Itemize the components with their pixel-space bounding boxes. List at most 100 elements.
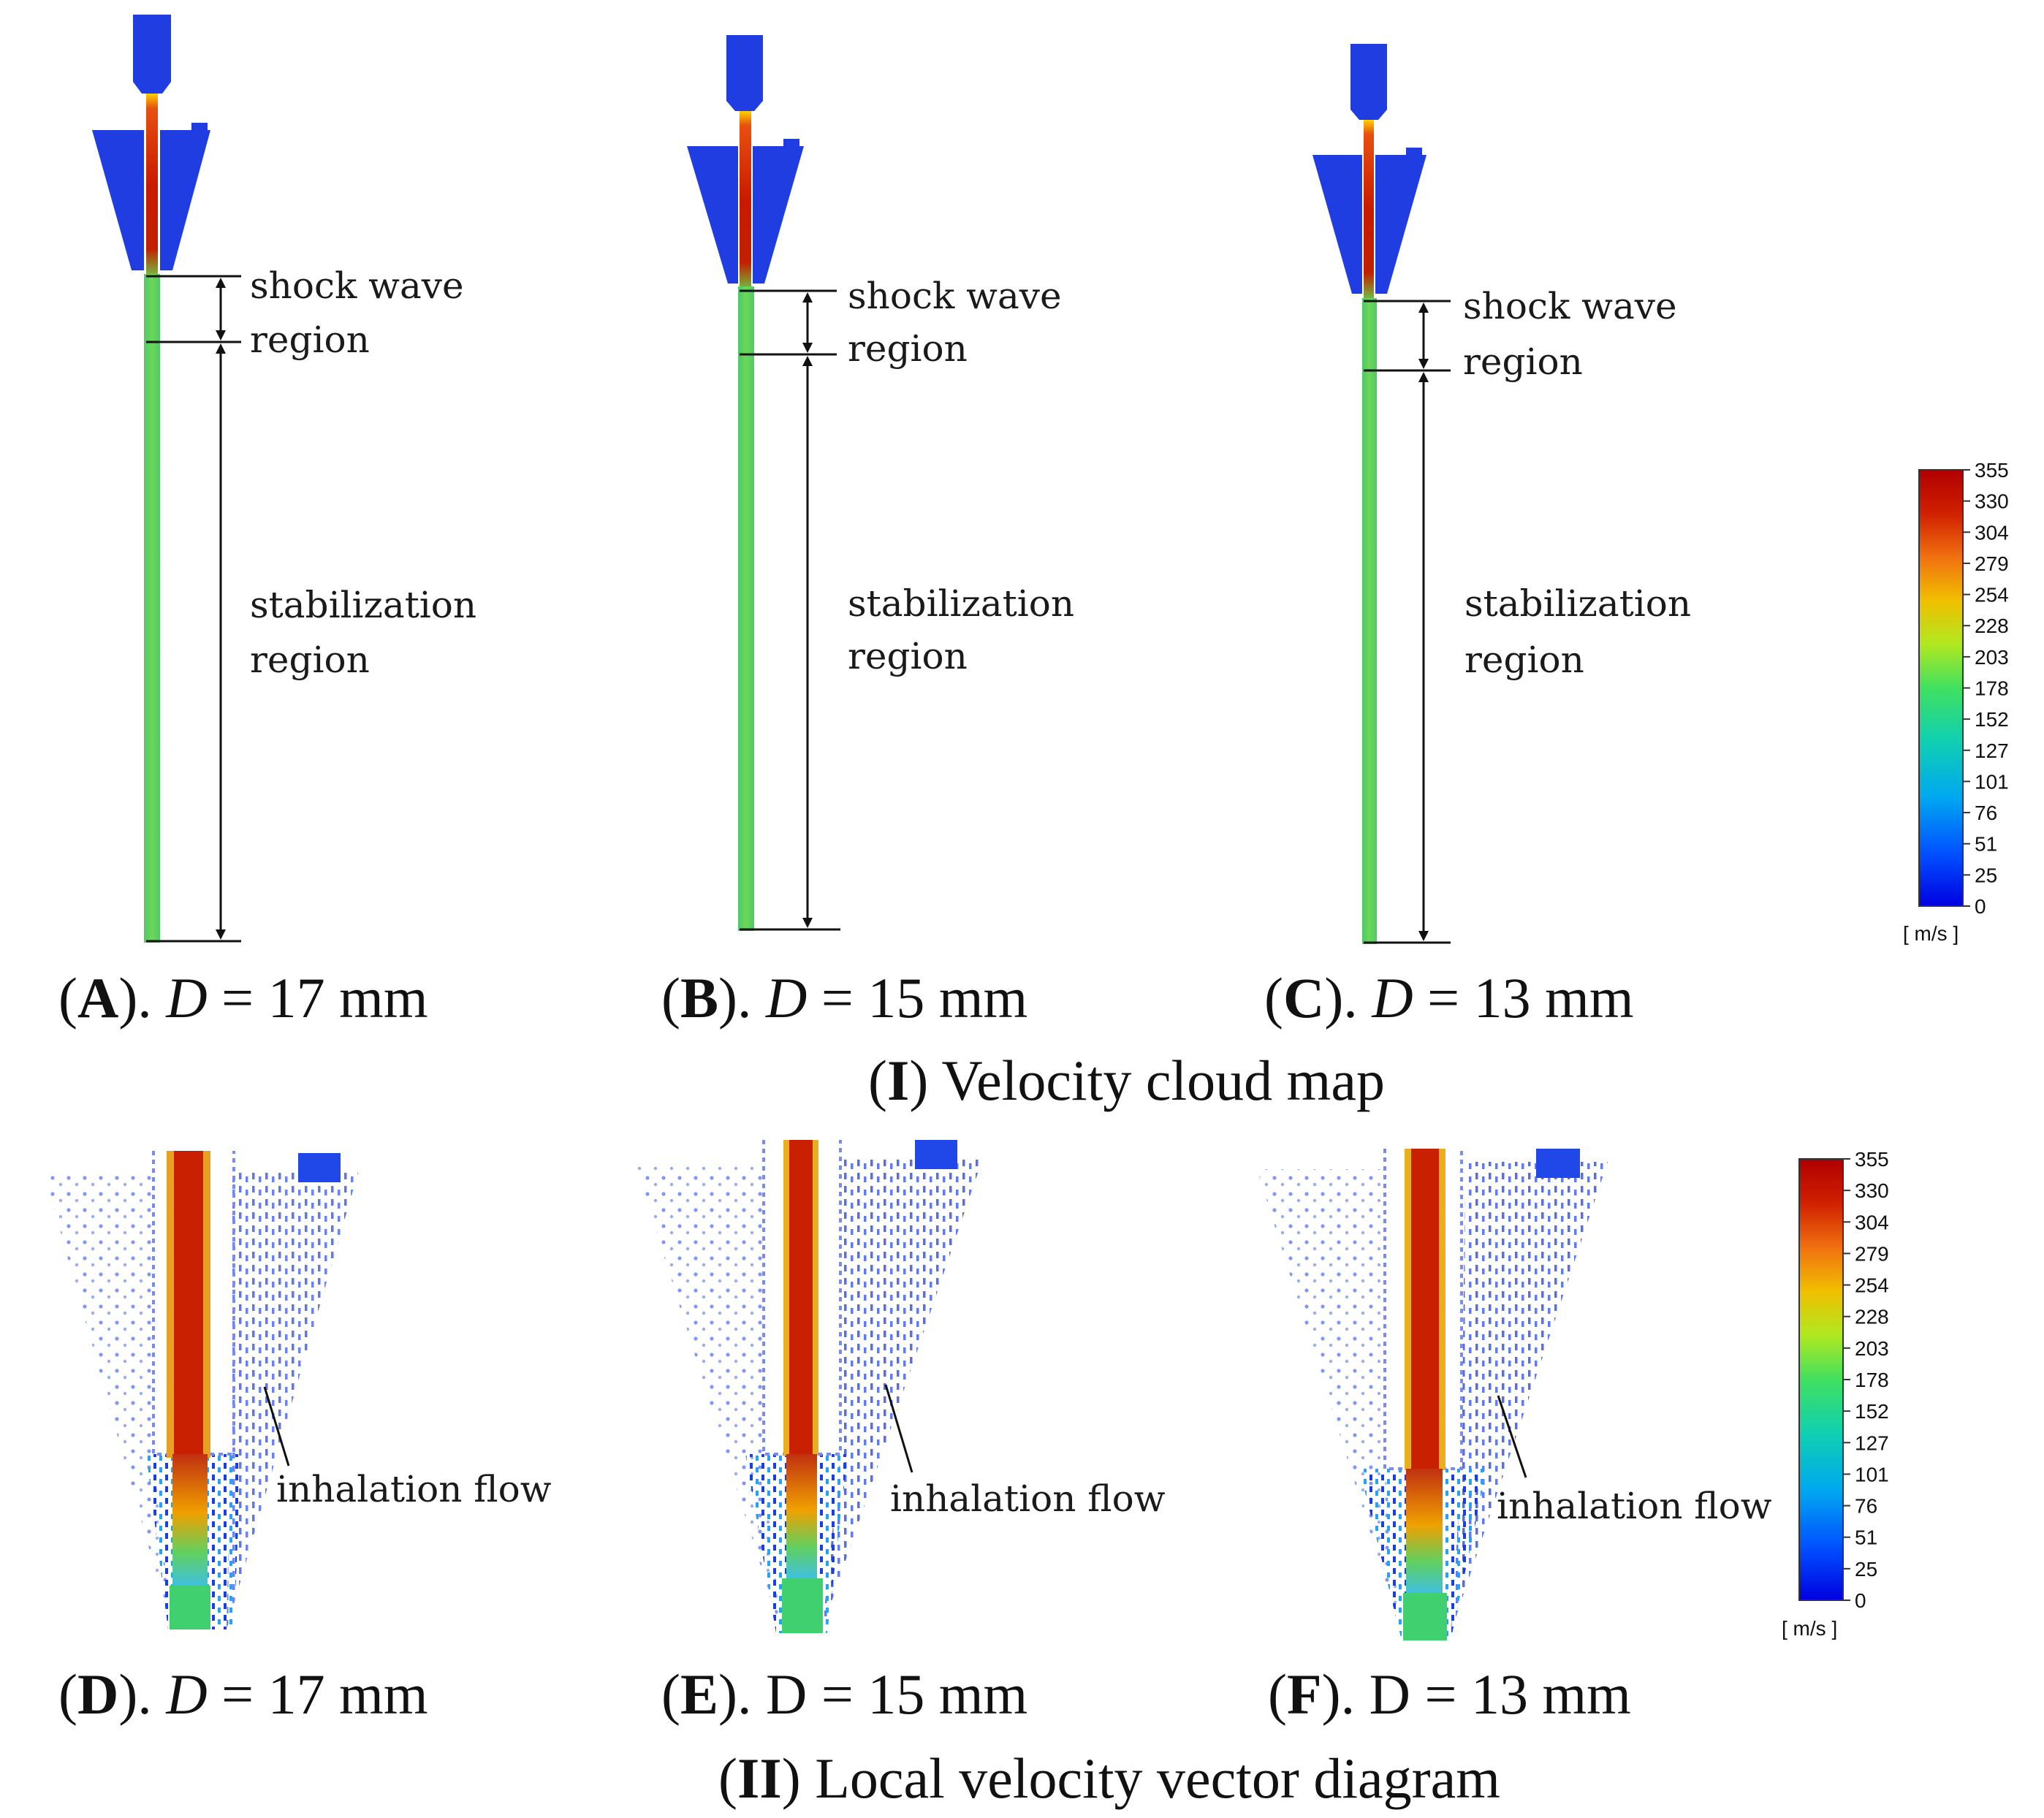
colorbar-unit: [ m/s ] xyxy=(1782,1617,1837,1640)
colorbar-tick-label: 254 xyxy=(1855,1274,1889,1297)
stabilization-region-label: region xyxy=(848,635,968,677)
colorbar-tick-label: 203 xyxy=(1855,1337,1889,1360)
inlet-vectors xyxy=(298,1153,341,1182)
panel-caption-D: (D). D = 17 mm xyxy=(58,1662,428,1726)
shock-region-label: region xyxy=(1463,341,1583,383)
inlet-vectors xyxy=(1536,1149,1580,1178)
outlet xyxy=(782,1578,823,1633)
nozzle-head xyxy=(133,15,171,94)
cone-left-wall xyxy=(687,146,738,284)
section-title-velocity-cloud-map: (I) Velocity cloud map xyxy=(868,1049,1385,1112)
colorbar-tick-label: 203 xyxy=(1975,646,2009,669)
jet-core xyxy=(146,94,158,276)
panel-D-vector-diagram: inhalation flow (D). D = 17 mm xyxy=(44,1151,552,1726)
jet-edge-right xyxy=(1439,1149,1445,1470)
panel-caption-F: (F). D = 13 mm xyxy=(1268,1662,1631,1726)
colorbar-tick-label: 101 xyxy=(1855,1463,1889,1486)
colorbar-gradient xyxy=(1918,469,1964,907)
cone-vector-field-left xyxy=(1257,1169,1402,1633)
panel-caption-E: (E). D = 15 mm xyxy=(661,1662,1027,1726)
cone-left-wall xyxy=(1312,155,1362,294)
colorbar-tick-label: 25 xyxy=(1855,1558,1877,1581)
colorbar-tick-label: 127 xyxy=(1855,1431,1889,1454)
jet-edge-right xyxy=(203,1151,210,1458)
colorbar-tick-label: 279 xyxy=(1855,1242,1889,1265)
panel-A-cloud-map: shock wave region stabilization region (… xyxy=(58,15,476,1030)
stabilization-region-label: region xyxy=(250,639,370,681)
panel-E-vector-diagram: inhalation flow (E). D = 15 mm xyxy=(636,1140,1166,1726)
inhalation-flow-label: inhalation flow xyxy=(276,1468,552,1510)
jet-edge-left xyxy=(167,1151,174,1458)
stabilization-label: stabilization xyxy=(250,584,476,626)
colorbar-bottom: 3553303042792542282031781521271017651250… xyxy=(1782,1148,1889,1640)
colorbar-tick-label: 304 xyxy=(1975,521,2009,544)
colorbar-gradient xyxy=(1798,1158,1844,1601)
mixing-tube xyxy=(738,286,754,931)
panel-caption-C: (C). D = 13 mm xyxy=(1264,966,1634,1030)
cone-vector-field-left xyxy=(636,1165,780,1629)
inhalation-pointer xyxy=(263,1386,290,1467)
colorbar-tick-label: 0 xyxy=(1975,895,1986,918)
cone-right-wall xyxy=(753,146,804,284)
jet-edge-left xyxy=(783,1140,789,1456)
shock-region-label: region xyxy=(250,319,370,361)
region-dimension-lines xyxy=(1364,300,1451,944)
inlet-stub xyxy=(783,139,799,149)
colorbar-tick-label: 178 xyxy=(1975,677,2009,700)
cone-left-wall xyxy=(92,130,144,270)
region-dimension-lines xyxy=(740,289,840,931)
colorbar-tick-label: 0 xyxy=(1855,1589,1866,1612)
inlet-vectors xyxy=(915,1140,957,1169)
shock-wave-label: shock wave xyxy=(1463,285,1677,327)
shock-wave-label: shock wave xyxy=(250,265,464,307)
colorbar-unit: [ m/s ] xyxy=(1903,922,1958,945)
stabilization-label: stabilization xyxy=(848,582,1074,625)
jet-plume xyxy=(786,1454,817,1578)
colorbar-tick-label: 25 xyxy=(1975,864,1997,886)
inhalation-flow-label: inhalation flow xyxy=(1497,1485,1772,1527)
colorbar-tick-label: 330 xyxy=(1975,490,2009,513)
jet-plume xyxy=(1406,1469,1443,1593)
cone-vector-field-right xyxy=(227,1173,358,1629)
colorbar-tick-label: 355 xyxy=(1975,459,2009,482)
colorbar-tick-label: 51 xyxy=(1855,1526,1877,1549)
section-title-velocity-vector-diagram: (II) Local velocity vector diagram xyxy=(718,1746,1500,1810)
jet-core xyxy=(740,111,751,289)
panel-caption-B: (B). D = 15 mm xyxy=(661,966,1027,1030)
nozzle-head xyxy=(1350,44,1387,120)
colorbar-tick-label: 76 xyxy=(1855,1495,1877,1518)
mixing-tube xyxy=(144,274,160,943)
colorbar-tick-label: 279 xyxy=(1975,552,2009,575)
panel-caption-A: (A). D = 17 mm xyxy=(58,966,428,1030)
colorbar-tick-label: 355 xyxy=(1855,1148,1889,1171)
panel-F-vector-diagram: inhalation flow (F). D = 13 mm xyxy=(1257,1149,1772,1726)
shock-wave-label: shock wave xyxy=(848,275,1062,317)
colorbar-tick-label: 228 xyxy=(1975,615,2009,637)
stabilization-label: stabilization xyxy=(1464,582,1691,625)
cone-right-wall xyxy=(1375,155,1426,294)
panel-B-cloud-map: shock wave region stabilization region (… xyxy=(661,35,1074,1030)
cone-vector-field-right xyxy=(822,1158,983,1629)
inlet-stub xyxy=(191,123,208,133)
colorbar-tick-label: 51 xyxy=(1975,833,1997,856)
inhalation-pointer xyxy=(1497,1395,1527,1478)
nozzle-head xyxy=(726,35,763,111)
mixing-tube xyxy=(1362,298,1377,944)
jet-edge-right xyxy=(813,1140,818,1456)
colorbar-tick-label: 304 xyxy=(1855,1211,1889,1233)
jet-core xyxy=(1364,120,1374,300)
cone-vector-field-left xyxy=(44,1173,172,1629)
panel-C-cloud-map: shock wave region stabilization region (… xyxy=(1264,44,1691,1030)
colorbar-tick-label: 254 xyxy=(1975,584,2009,606)
colorbar-tick-label: 152 xyxy=(1975,708,2009,731)
cone-right-wall xyxy=(160,130,210,270)
colorbar-tick-label: 228 xyxy=(1855,1306,1889,1328)
outlet xyxy=(170,1586,210,1629)
inhalation-flow-label: inhalation flow xyxy=(890,1477,1166,1520)
colorbar-top: 3553303042792542282031781521271017651250… xyxy=(1903,459,2009,945)
jet-plume xyxy=(172,1454,208,1586)
colorbar-tick-label: 127 xyxy=(1975,739,2009,762)
jet-edge-left xyxy=(1405,1149,1411,1470)
